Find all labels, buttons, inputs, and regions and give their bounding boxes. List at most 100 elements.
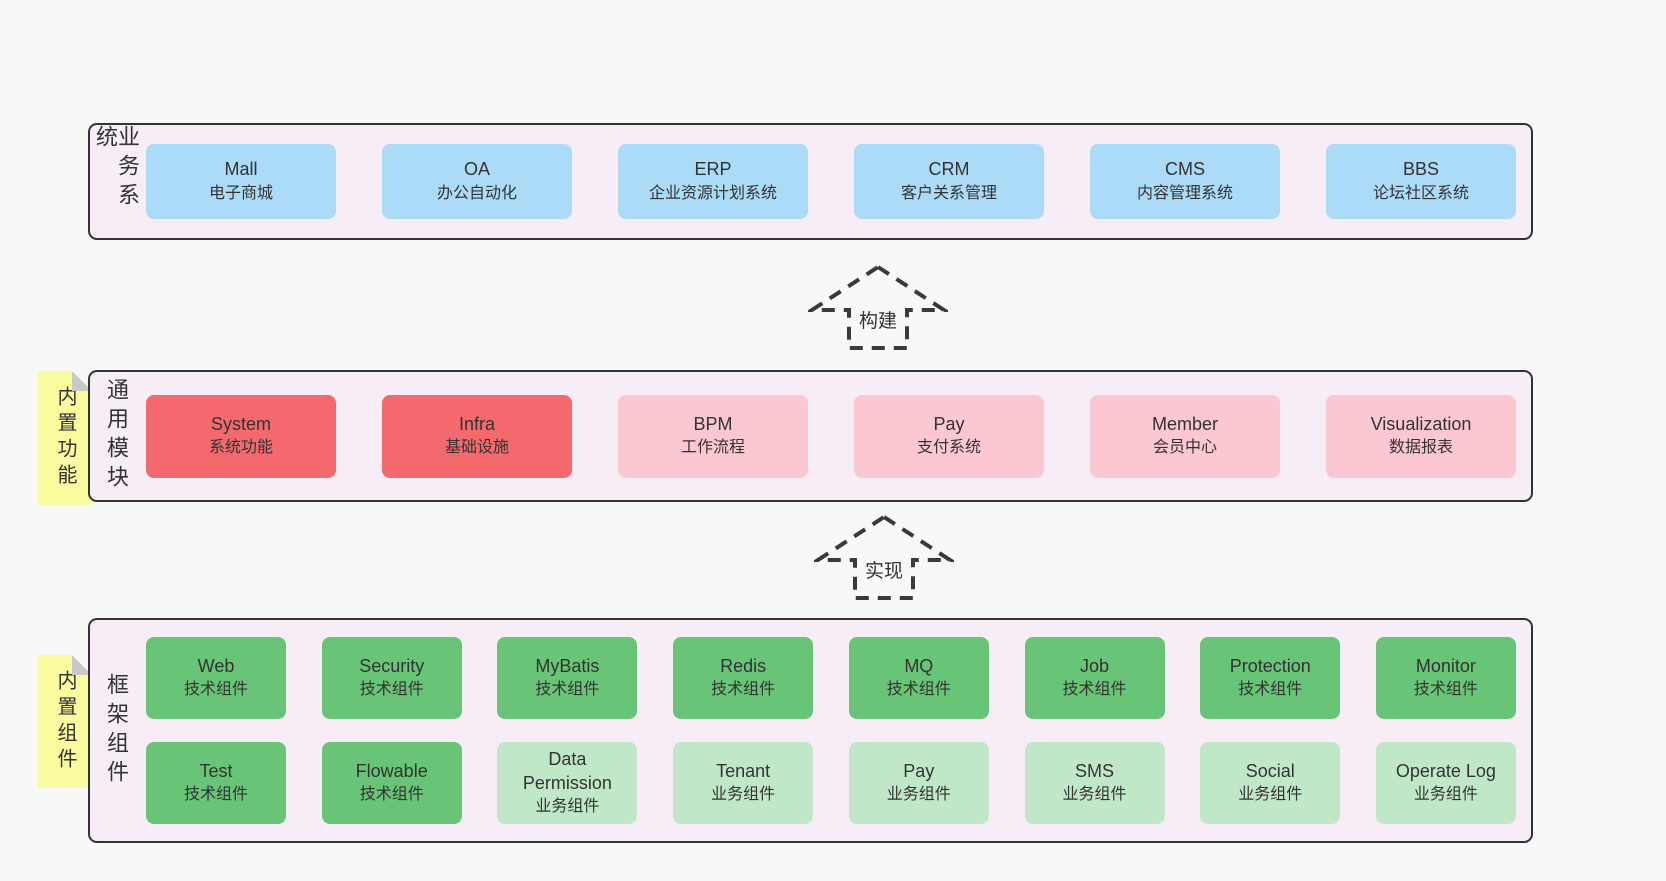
box-name: Data Permission (522, 749, 612, 793)
box-name: MyBatis (535, 655, 600, 676)
sticky-note-builtin-components: 内置组件 (38, 655, 92, 788)
box-sms: SMS 业务组件 (1024, 742, 1165, 824)
box-desc: 业务组件 (1413, 786, 1478, 804)
box-protection: Protection 技术组件 (1200, 637, 1341, 719)
framework-components-row-2: Test 技术组件 Flowable 技术组件 Data Permission … (146, 742, 1516, 824)
box-desc: 支付系统 (916, 439, 981, 457)
box-name: Protection (1229, 655, 1311, 676)
box-name: Member (1151, 413, 1218, 434)
box-operate-log: Operate Log 业务组件 (1375, 742, 1516, 824)
section-side-label: 业务系统 (93, 125, 140, 212)
box-desc: 基础设施 (444, 439, 509, 457)
box-desc: 技术组件 (359, 681, 424, 699)
box-name: Infra (458, 413, 496, 434)
sticky-note-label: 内置组件 (54, 669, 76, 774)
box-desc: 技术组件 (535, 681, 600, 699)
box-name: Social (1245, 760, 1295, 781)
box-desc: 技术组件 (183, 681, 248, 699)
section-common-modules: 通用模块 System 系统功能 Infra 基础设施 BPM 工作流程 Pay… (88, 370, 1533, 502)
dashed-up-arrow-icon (808, 264, 948, 350)
box-desc: 技术组件 (1062, 681, 1127, 699)
box-infra: Infra 基础设施 (382, 394, 572, 478)
implement-arrow: 实现 (814, 514, 954, 602)
box-desc: 技术组件 (886, 681, 951, 699)
box-monitor: Monitor 技术组件 (1375, 637, 1516, 719)
box-desc: 业务组件 (535, 797, 600, 815)
box-job: Job 技术组件 (1024, 637, 1165, 719)
box-name: Visualization (1370, 413, 1472, 434)
box-name: ERP (694, 159, 732, 180)
box-name: Redis (720, 655, 767, 676)
box-name: Flowable (355, 760, 428, 781)
box-name: Security (359, 655, 425, 676)
box-redis: Redis 技术组件 (673, 637, 814, 719)
sticky-note-label: 内置功能 (54, 386, 76, 490)
box-oa: OA 办公自动化 (382, 144, 572, 219)
dashed-up-arrow-icon (814, 514, 954, 600)
box-name: MQ (904, 655, 934, 676)
box-name: System (210, 413, 271, 434)
box-bpm: BPM 工作流程 (618, 394, 808, 478)
box-desc: 业务组件 (1062, 786, 1127, 804)
box-desc: 办公自动化 (436, 184, 517, 202)
box-mq: MQ 技术组件 (848, 637, 989, 719)
box-test: Test 技术组件 (146, 742, 286, 824)
box-name: OA (463, 159, 490, 180)
box-security: Security 技术组件 (321, 637, 462, 719)
box-flowable: Flowable 技术组件 (321, 742, 462, 824)
box-desc: 技术组件 (1238, 681, 1303, 699)
box-desc: 技术组件 (1413, 681, 1478, 699)
box-desc: 电子商城 (208, 184, 273, 202)
box-crm: CRM 客户关系管理 (854, 144, 1044, 219)
box-desc: 论坛社区系统 (1372, 184, 1469, 202)
section-side-label-area: 框架组件 (90, 620, 142, 841)
section-framework-components: 框架组件 Web 技术组件 Security 技术组件 MyBatis 技术组件… (88, 618, 1533, 843)
common-modules-row: System 系统功能 Infra 基础设施 BPM 工作流程 Pay 支付系统… (142, 372, 1531, 500)
box-desc: 数据报表 (1388, 439, 1453, 457)
box-web: Web 技术组件 (146, 637, 286, 719)
box-pay-system: Pay 支付系统 (854, 394, 1044, 478)
box-name: CMS (1165, 159, 1205, 180)
box-desc: 技术组件 (359, 786, 424, 804)
box-name: Operate Log (1395, 760, 1496, 781)
box-name: Mall (224, 159, 258, 180)
box-social: Social 业务组件 (1200, 742, 1341, 824)
section-side-label-area: 通用模块 (90, 372, 142, 500)
section-side-label: 框架组件 (104, 672, 129, 789)
build-arrow: 构建 (808, 264, 948, 352)
framework-components-grid: Web 技术组件 Security 技术组件 MyBatis 技术组件 Redi… (142, 620, 1531, 841)
box-name: Monitor (1415, 655, 1476, 676)
box-desc: 业务组件 (886, 786, 951, 804)
box-system: System 系统功能 (146, 394, 336, 478)
box-visualization: Visualization 数据报表 (1326, 394, 1516, 478)
box-name: Job (1080, 655, 1110, 676)
box-name: Web (197, 655, 235, 676)
box-desc: 客户关系管理 (900, 184, 997, 202)
section-side-label: 通用模块 (104, 378, 129, 494)
box-desc: 系统功能 (208, 439, 273, 457)
sticky-note-builtin-features: 内置功能 (38, 371, 92, 505)
box-name: CRM (928, 159, 970, 180)
box-desc: 技术组件 (183, 786, 248, 804)
box-desc: 技术组件 (711, 681, 776, 699)
arrow-label: 构建 (855, 306, 901, 333)
box-desc: 业务组件 (1238, 786, 1303, 804)
business-systems-row: Mall 电子商城 OA 办公自动化 ERP 企业资源计划系统 CRM 客户关系… (142, 125, 1531, 238)
box-name: Pay (903, 760, 935, 781)
box-cms: CMS 内容管理系统 (1090, 144, 1280, 219)
box-desc: 工作流程 (680, 439, 745, 457)
box-erp: ERP 企业资源计划系统 (618, 144, 808, 219)
box-desc: 业务组件 (711, 786, 776, 804)
section-side-label-area: 业务系统 (90, 125, 142, 238)
box-desc: 内容管理系统 (1136, 184, 1233, 202)
box-name: SMS (1075, 760, 1115, 781)
box-desc: 会员中心 (1152, 439, 1217, 457)
arrow-label: 实现 (861, 556, 907, 583)
box-name: BPM (693, 413, 733, 434)
box-data-permission: Data Permission 业务组件 (497, 742, 638, 824)
box-pay-component: Pay 业务组件 (848, 742, 989, 824)
box-name: Test (199, 760, 233, 781)
section-business-systems: 业务系统 Mall 电子商城 OA 办公自动化 ERP 企业资源计划系统 CRM… (88, 123, 1533, 240)
box-member: Member 会员中心 (1090, 394, 1280, 478)
